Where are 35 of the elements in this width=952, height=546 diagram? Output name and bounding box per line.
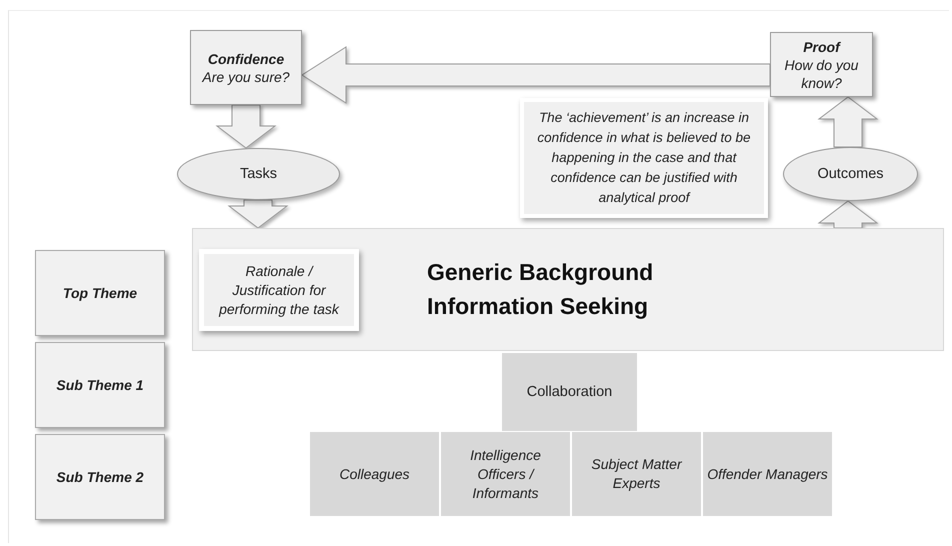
block-arrow [818,96,878,148]
theme-box [35,434,165,520]
category-cell [310,432,439,516]
box-question: How do you know? [784,56,860,92]
box-title: Confidence [208,50,284,68]
question-box [770,32,873,97]
category-cell [703,432,832,516]
node-label: Tasks [240,166,278,182]
cell-text: Colleagues [339,464,410,484]
cell-text: Rationale / Justification for performing the task [218,262,340,318]
band-title: Generic Background Information Seeking [427,258,654,321]
ellipse-node [783,147,918,201]
rationale-box [199,249,359,331]
cell-text: Offender Managers [707,464,828,484]
theme-label: Sub Theme 1 [55,376,145,395]
note-text: The ‘achievement’ is an increase in confidence in what is believed to be happening in the case and that confidence can be justified with analytical proof [536,109,752,207]
theme-label: Top Theme [62,284,138,303]
category-cell [441,432,570,516]
block-arrow [216,104,276,149]
cell-text: Intelligence Officers / Informants [469,446,542,502]
category-cell [572,432,701,516]
theme-box [35,250,165,336]
block-arrow [301,46,770,104]
node-label: Outcomes [817,166,884,182]
question-box [190,30,302,105]
block-arrow [228,200,288,229]
theme-label: Sub Theme 2 [55,468,145,487]
theme-box [35,342,165,428]
cell-text: Subject Matter Experts [590,455,683,493]
node-label: Collaboration [526,384,612,400]
block-arrow [818,200,878,228]
box-question: Are you sure? [202,68,290,86]
box-title: Proof [803,38,840,56]
category-box [502,353,637,431]
band-box [192,228,944,351]
